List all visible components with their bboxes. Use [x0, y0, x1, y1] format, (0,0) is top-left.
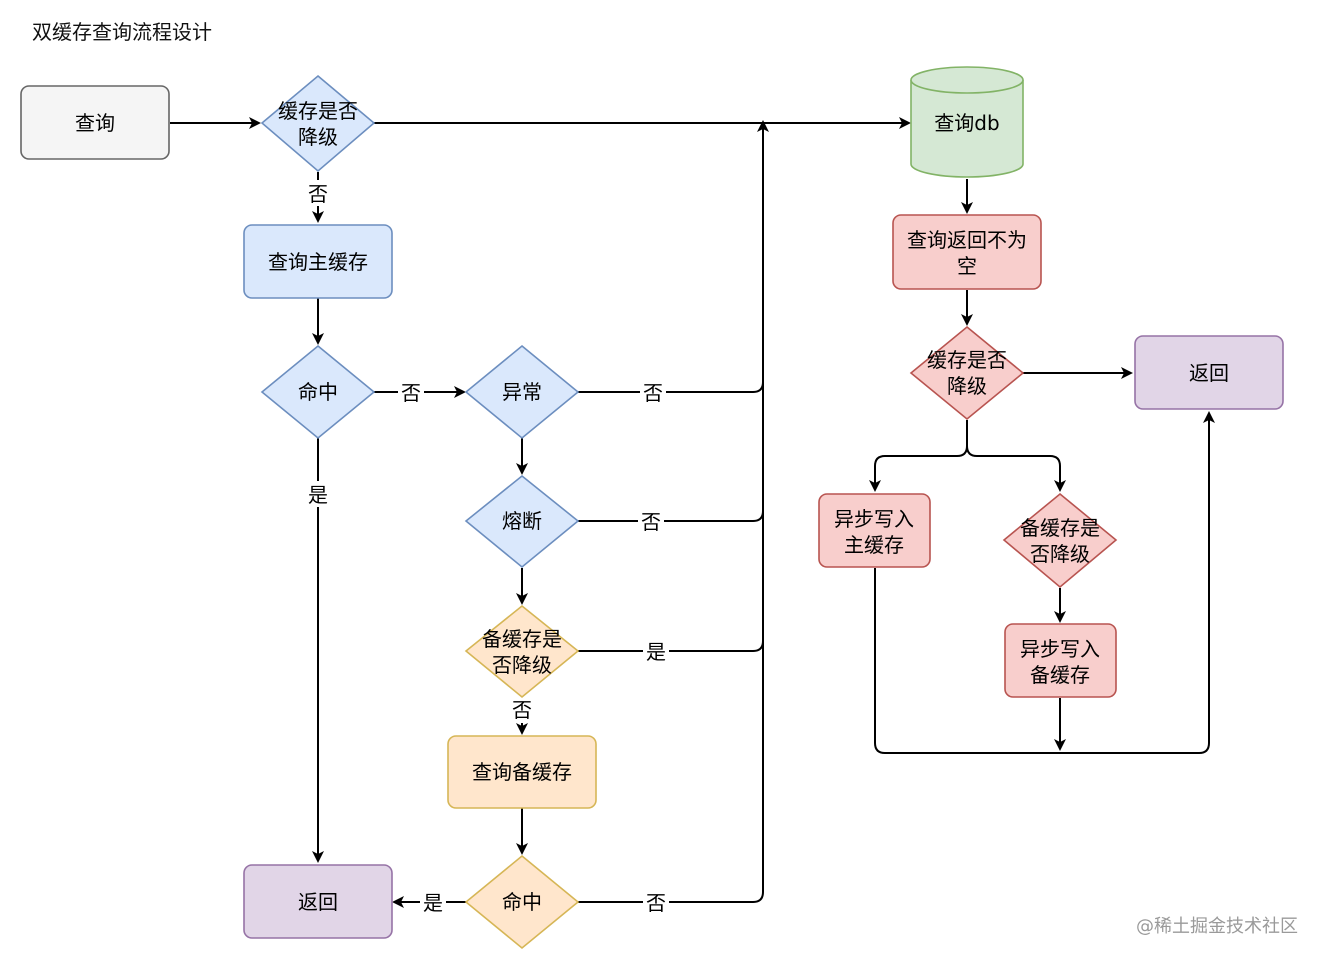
edge-backup-degraded-yes [578, 511, 764, 652]
svg-text:异步写入: 异步写入 [834, 507, 914, 531]
node-return-left: 返回 [243, 864, 393, 939]
svg-text:熔断: 熔断 [502, 509, 542, 533]
svg-text:异常: 异常 [502, 380, 542, 404]
edge-break-no [578, 382, 764, 522]
edge-labels: 否 否 是 否 否 是 否 是 否 [306, 180, 669, 915]
svg-text:缓存是否: 缓存是否 [927, 348, 1007, 372]
label-no-hit-backup: 否 [646, 891, 666, 915]
node-query-label: 查询 [75, 111, 115, 135]
node-query-main-cache: 查询主缓存 [243, 224, 393, 299]
node-async-write-main: 异步写入 主缓存 [818, 493, 931, 568]
label-yes-hit: 是 [308, 483, 328, 507]
node-query-db: 查询db [910, 66, 1024, 178]
diagram-title: 双缓存查询流程设计 [32, 20, 212, 44]
node-db-not-empty: 查询返回不为 空 [892, 214, 1042, 290]
node-hit-main: 命中 [260, 344, 376, 440]
edge-async-main-to-return [874, 411, 1215, 754]
svg-text:降级: 降级 [298, 125, 338, 149]
edge-degraded-right-to-async-main [869, 420, 968, 492]
node-backup-degraded-right: 备缓存是 否降级 [1002, 492, 1118, 589]
svg-text:备缓存: 备缓存 [1030, 663, 1090, 687]
node-circuit-break: 熔断 [464, 474, 580, 569]
edge-exception-no [578, 120, 769, 393]
node-async-write-backup: 异步写入 备缓存 [1004, 623, 1117, 698]
label-no-hit: 否 [401, 381, 421, 405]
svg-text:异步写入: 异步写入 [1020, 637, 1100, 661]
node-hit-backup: 命中 [464, 854, 580, 950]
node-return-right: 返回 [1134, 335, 1284, 410]
node-cache-degraded-line2: 降级 [298, 125, 338, 149]
svg-text:查询主缓存: 查询主缓存 [268, 250, 368, 274]
node-cache-degraded-right: 缓存是否 降级 [909, 325, 1025, 421]
svg-text:返回: 返回 [298, 890, 338, 914]
node-cache-degraded: 缓存是否 降级 [260, 74, 376, 173]
svg-text:缓存是否: 缓存是否 [278, 99, 358, 123]
node-query-backup-cache: 查询备缓存 [447, 735, 597, 809]
svg-text:备缓存是: 备缓存是 [482, 627, 562, 651]
label-yes-backup-degraded: 是 [646, 640, 666, 664]
svg-text:查询db: 查询db [934, 111, 999, 135]
node-cache-degraded-line1: 缓存是否 [278, 99, 358, 123]
label-no-backup-degraded: 否 [512, 698, 532, 722]
svg-text:空: 空 [957, 254, 977, 278]
edge-hit-backup-no [578, 641, 764, 903]
nodes: 查询 缓存是否 降级 查询主缓存 命中 异常 熔断 [20, 66, 1284, 950]
edge-degraded-right-to-backup-degraded [966, 420, 1066, 492]
svg-text:查询备缓存: 查询备缓存 [472, 760, 572, 784]
label-yes-hit-backup: 是 [423, 891, 443, 915]
svg-text:返回: 返回 [1189, 361, 1229, 385]
node-backup-degraded: 备缓存是 否降级 [464, 604, 580, 699]
svg-text:命中: 命中 [298, 380, 338, 404]
svg-text:命中: 命中 [502, 890, 542, 914]
svg-text:否降级: 否降级 [1030, 542, 1090, 566]
label-no-exception: 否 [643, 381, 663, 405]
node-exception: 异常 [464, 344, 580, 440]
svg-text:否降级: 否降级 [492, 653, 552, 677]
node-query: 查询 [20, 85, 170, 160]
svg-text:查询返回不为: 查询返回不为 [907, 228, 1027, 252]
svg-text:降级: 降级 [947, 374, 987, 398]
svg-text:主缓存: 主缓存 [844, 533, 904, 557]
label-no-degraded: 否 [308, 182, 328, 206]
label-no-break: 否 [641, 510, 661, 534]
watermark: @稀土掘金技术社区 [1136, 916, 1298, 937]
svg-text:备缓存是: 备缓存是 [1020, 516, 1100, 540]
